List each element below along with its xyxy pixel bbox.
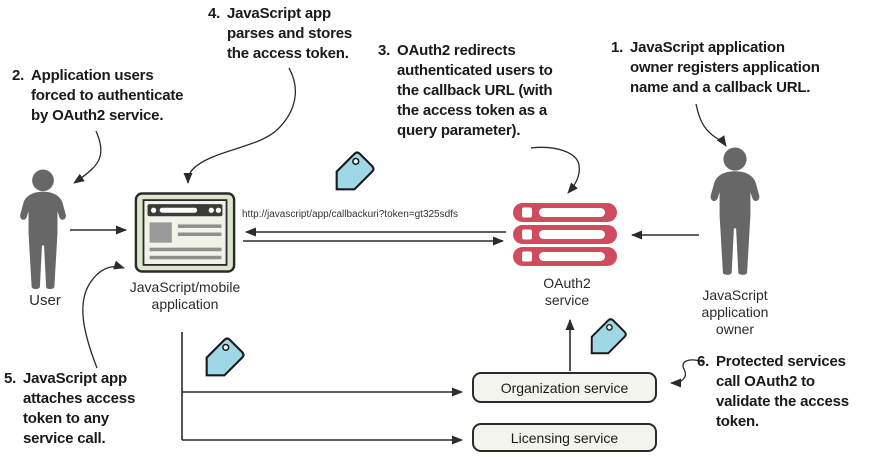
annotation-2-number: 2. xyxy=(12,67,25,84)
annotation-2: 2. Application users forced to authentic… xyxy=(12,67,184,124)
user-label: User xyxy=(29,292,61,309)
oauth-label: OAuth2 service xyxy=(543,275,591,308)
annotation-1-number: 1. xyxy=(611,39,624,56)
licensing-service-box: Licensing service xyxy=(472,423,657,452)
owner-label: JavaScript application owner xyxy=(701,287,769,337)
browser-back-dot xyxy=(150,207,157,213)
annotation-3-number: 3. xyxy=(378,42,391,59)
annotation-4-number: 4. xyxy=(208,5,221,22)
annotation-5: 5. JavaScript app attaches access token … xyxy=(4,370,136,447)
callback-url-text: http://javascript/app/callbackuri?token=… xyxy=(242,209,458,220)
organization-service-label: Organization service xyxy=(500,379,629,396)
page-text-line xyxy=(177,232,222,237)
page-text-line xyxy=(177,224,222,228)
page-image-placeholder xyxy=(149,222,172,243)
arrow-annotation6-to-org-service xyxy=(670,359,704,388)
annotation-3: 3. OAuth2 redirects authenticated users … xyxy=(378,42,553,139)
oauth-server-icon xyxy=(513,203,617,266)
browser-address-bar xyxy=(159,207,198,213)
browser-app-icon xyxy=(134,192,236,273)
arrow-annotation2-to-user xyxy=(73,130,102,184)
arrow-annotation4-to-app xyxy=(183,67,296,184)
annotation-4: 4. JavaScript app parses and stores the … xyxy=(208,5,352,62)
owner-icon xyxy=(710,147,760,275)
annotation-6: 6. Protected services call OAuth2 to val… xyxy=(697,353,849,430)
organization-service-box: Organization service xyxy=(472,372,657,403)
user-icon xyxy=(20,169,66,290)
licensing-service-label: Licensing service xyxy=(510,429,619,446)
page-text-line xyxy=(149,255,222,260)
arrow-annotation1-to-owner xyxy=(695,103,727,147)
access-token-tag-icon xyxy=(590,318,627,355)
access-token-tag-icon xyxy=(205,337,245,377)
annotation-6-number: 6. xyxy=(697,353,710,370)
annotation-1: 1. JavaScript application owner register… xyxy=(611,39,820,96)
browser-dot xyxy=(208,207,214,213)
browser-dot xyxy=(215,207,222,213)
access-token-tag-icon xyxy=(335,151,375,191)
arrow-annotation5-to-app xyxy=(82,260,125,369)
arrow-annotation3-to-oauth xyxy=(530,146,580,194)
annotation-5-number: 5. xyxy=(4,370,17,387)
page-text-line xyxy=(149,247,222,252)
app-label: JavaScript/mobile application xyxy=(129,279,241,312)
